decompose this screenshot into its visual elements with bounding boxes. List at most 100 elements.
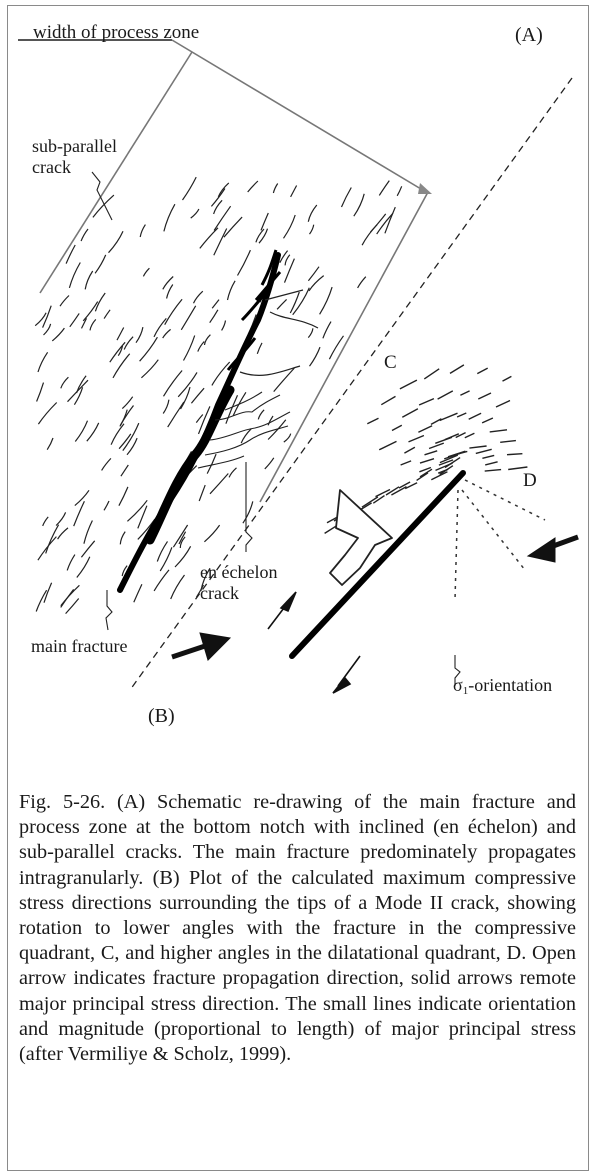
sub-parallel-crack [94,254,107,274]
stress-orientation-tick [391,485,407,496]
stress-orientation-tick [366,417,379,425]
figure-caption: Fig. 5-26. (A) Schematic re-drawing of t… [19,791,576,1066]
sub-parallel-crack [197,341,205,352]
stress-orientation-tick [416,472,429,481]
sub-parallel-crack [258,228,269,244]
stress-orientation-tick [444,433,460,441]
stress-orientation-tick [444,457,461,469]
en-echelon-cracks [197,391,291,469]
stress-orientation-tick [464,432,475,439]
sub-parallel-crack [225,394,239,424]
sub-parallel-crack [162,276,174,290]
sub-parallel-crack [242,501,254,524]
figure-drawing [18,39,579,694]
stress-orientation-tick [361,496,379,508]
process-zone-left-boundary [39,51,193,294]
sub-parallel-crack [203,334,211,346]
dashed-divider [129,77,573,691]
stress-orientation-tick [419,468,433,478]
stress-orientation-tick [506,453,523,456]
stress-orientation-tick [449,364,465,374]
sub-parallel-crack [190,208,200,219]
sub-parallel-crack [182,176,197,201]
sub-parallel-crack [255,228,265,243]
sub-parallel-crack [228,467,237,478]
sub-parallel-crack [103,500,110,511]
sub-parallel-crack [60,584,80,607]
stress-orientation-tick [424,450,438,456]
sub-parallel-crack [80,540,96,558]
sub-parallel-crack [292,287,310,316]
sub-parallel-crack [199,227,219,249]
stress-orientation-tick [475,448,492,455]
sub-parallel-crack [80,228,89,242]
sub-parallel-crack [59,295,70,307]
sub-parallel-crack [211,361,231,386]
main-fracture-label: main fracture [31,636,128,656]
sub-parallel-crack [236,249,251,276]
sub-parallel-crack [83,520,93,544]
sub-parallel-crack [279,250,289,263]
sub-parallel-crack-label: crack [32,157,71,177]
sub-parallel-crack [396,186,403,197]
sub-parallel-crack [103,309,111,319]
sub-parallel-crack [164,298,183,325]
sub-parallel-crack [267,419,287,440]
sub-parallel-crack [221,320,227,331]
sub-parallel-crack [60,376,69,389]
sub-parallel-crack [43,323,52,336]
sub-parallel-crack [257,409,265,420]
quadrant-c-label: C [384,352,397,373]
sub-parallel-crack [73,500,85,527]
mode-ii-crack [289,470,466,659]
sub-parallel-label: sub-parallel [32,136,117,156]
stress-orientation-tick [476,367,489,375]
stress-orientation-tick [398,481,411,489]
stress-orientation-tick [419,458,435,464]
en-echelon-label: en échelon [200,562,278,582]
sub-parallel-crack [240,428,252,444]
process-zone-width-line [171,39,427,193]
stress-orientation-tick [438,459,454,466]
sub-parallel-crack [179,536,186,549]
stress-orientation-tick [399,379,418,390]
stress-orientation-tick [423,368,440,380]
sub-parallel-crack [119,531,126,545]
sub-parallel-crack [118,486,129,506]
stress-orientation-tick [375,488,391,498]
stress-orientation-tick [482,454,495,459]
sub-parallel-crack [213,199,223,215]
sub-parallel-crack [177,372,198,398]
sub-parallel-crack [213,205,232,231]
sub-parallel-crack [163,203,176,232]
en-echelon-leader [245,462,253,552]
shear-half-arrows [267,591,361,694]
sub-parallel-crack [127,499,148,522]
stress-orientation-tick [378,440,397,451]
sigma-subscript: 1 [462,685,469,697]
sub-parallel-crack [123,336,134,350]
panel-b-label: (B) [148,705,175,727]
sub-parallel-crack [273,367,295,392]
sub-parallel-crack [309,224,315,235]
sub-parallel-crack [89,319,97,331]
stress-orientation-tick [404,482,418,490]
stress-orientation-tick [380,395,396,406]
figure-frame [7,5,589,1171]
sub-parallel-crack [180,305,197,331]
sub-parallel-crack [159,547,173,572]
sub-parallel-crack [69,313,80,328]
sub-parallel-crack [117,345,124,357]
sub-parallel-crack [179,386,191,410]
stress-orientation-tick [456,412,467,418]
sub-parallel-crack [256,342,263,354]
sub-parallel-crack [290,185,298,198]
sub-parallel-crack [137,505,148,529]
stress-orientation-tick [455,450,468,456]
sigma-leader [454,655,461,686]
stress-field-dashed [454,479,546,601]
sub-parallel-crack [120,464,129,477]
sub-parallel-crack [119,405,134,427]
sub-parallel-crack [170,574,185,600]
sub-parallel-crack [174,546,192,568]
